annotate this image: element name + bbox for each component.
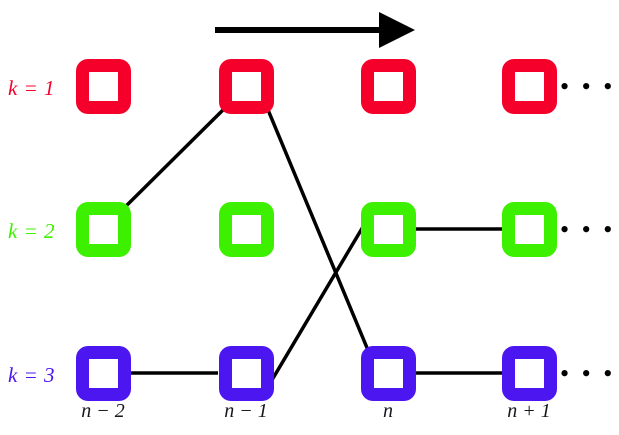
node-k3-c1[interactable]: [75, 345, 131, 401]
node-k2-c2[interactable]: [218, 201, 274, 257]
col-label-c1: n − 2: [81, 400, 125, 422]
node-k3-c2[interactable]: [218, 345, 274, 401]
node-k2-c1[interactable]: [75, 201, 131, 257]
col-label-c3: n: [383, 400, 393, 422]
node-k2-c3[interactable]: [360, 201, 416, 257]
row-label-k2: k = 2: [8, 219, 55, 243]
node-k2-c4[interactable]: [501, 201, 557, 257]
node-k3-c3[interactable]: [360, 345, 416, 401]
node-k1-c2[interactable]: [218, 58, 274, 114]
node-k1-c3[interactable]: [360, 58, 416, 114]
row-label-k1: k = 1: [8, 76, 55, 100]
ellipsis-k3: • • •: [560, 359, 616, 388]
row-label-k3: k = 3: [8, 363, 55, 387]
ellipsis-k1: • • •: [560, 72, 616, 101]
col-label-c4: n + 1: [507, 400, 551, 422]
edge-k1c2-to-k3c3: [264, 104, 372, 356]
node-k3-c4[interactable]: [501, 345, 557, 401]
edge-k3c2-to-k2c3: [264, 214, 372, 391]
col-label-c2: n − 1: [224, 400, 268, 422]
node-k1-c4[interactable]: [501, 58, 557, 114]
ellipsis-k2: • • •: [560, 215, 616, 244]
edge-k2c1-to-k1c2: [120, 103, 230, 212]
node-k1-c1[interactable]: [75, 58, 131, 114]
